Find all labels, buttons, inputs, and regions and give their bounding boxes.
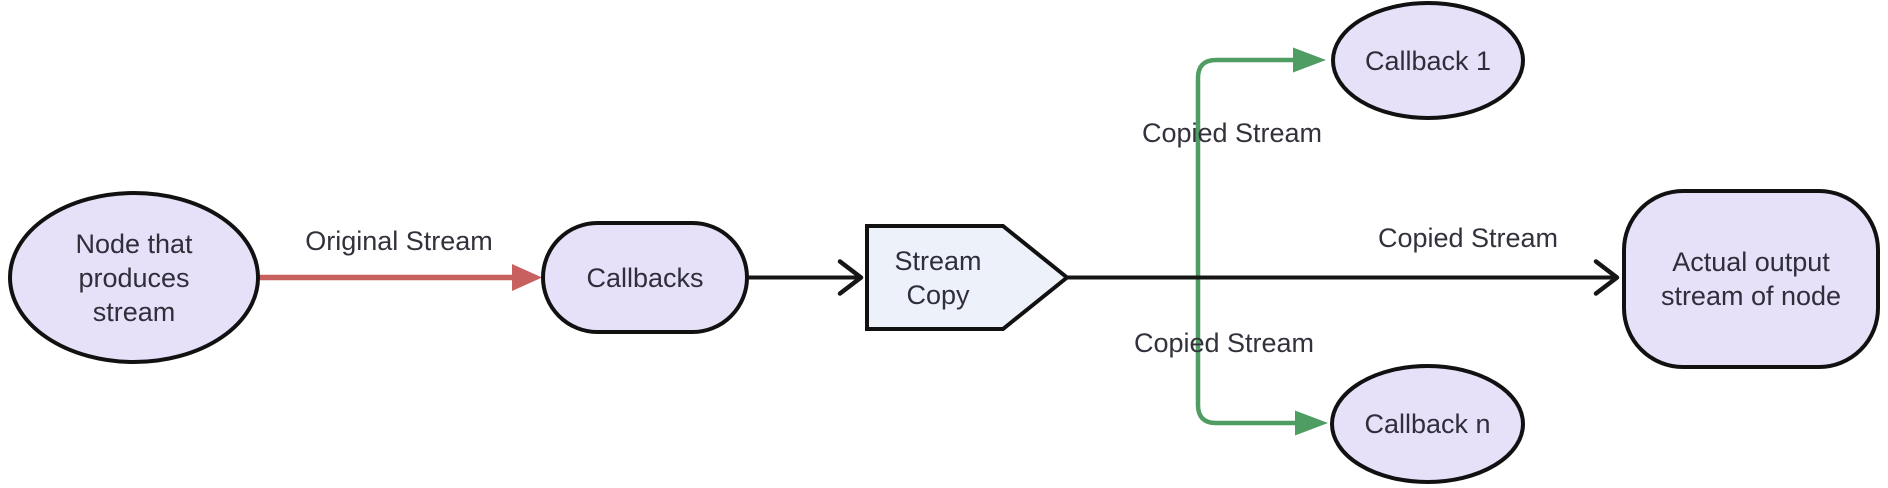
edge-original-stream-arrowhead-icon xyxy=(512,264,542,291)
node-callbacks-shape xyxy=(541,221,749,334)
node-output-shape xyxy=(1622,189,1880,369)
node-stream-copy-shape xyxy=(865,224,1071,331)
node-stream-copy-label: Stream Copy xyxy=(894,245,982,310)
node-callback-n-label: Callback n xyxy=(1364,409,1491,439)
node-callback-1-label: Callback 1 xyxy=(1364,45,1492,76)
node-source-shape xyxy=(8,191,260,364)
node-callback-n-shape xyxy=(1330,364,1525,484)
edge-copied-stream-right-arrowhead-icon xyxy=(1593,259,1620,296)
edge-copied-stream-right xyxy=(1067,259,1620,296)
edge-original-stream-label: Original Stream xyxy=(305,226,493,256)
edge-callbacks-to-copy-arrowhead-icon xyxy=(837,259,864,296)
node-source-label: Node that produces stream xyxy=(75,228,193,327)
node-callback-1-shape xyxy=(1331,1,1525,120)
edge-copied-stream-bottom-line xyxy=(1195,277,1295,426)
edge-copied-stream-bottom-label: Copied Stream xyxy=(1133,328,1315,358)
edge-copied-stream-top xyxy=(1195,47,1326,277)
edge-copied-stream-right-label: Copied Stream xyxy=(1377,223,1559,253)
node-callbacks-label: Callbacks xyxy=(586,262,704,293)
edge-copied-stream-top-line xyxy=(1195,57,1293,277)
edge-copied-stream-top-label: Copied Stream xyxy=(1141,118,1323,148)
edge-copied-stream-bottom-arrowhead-icon xyxy=(1295,410,1328,436)
node-output-label: Actual output stream of node xyxy=(1660,247,1842,311)
edge-copied-stream-bottom xyxy=(1195,277,1328,436)
edge-original-stream xyxy=(258,264,542,291)
edge-callbacks-to-copy xyxy=(747,259,864,296)
edge-copied-stream-top-arrowhead-icon xyxy=(1293,47,1326,73)
